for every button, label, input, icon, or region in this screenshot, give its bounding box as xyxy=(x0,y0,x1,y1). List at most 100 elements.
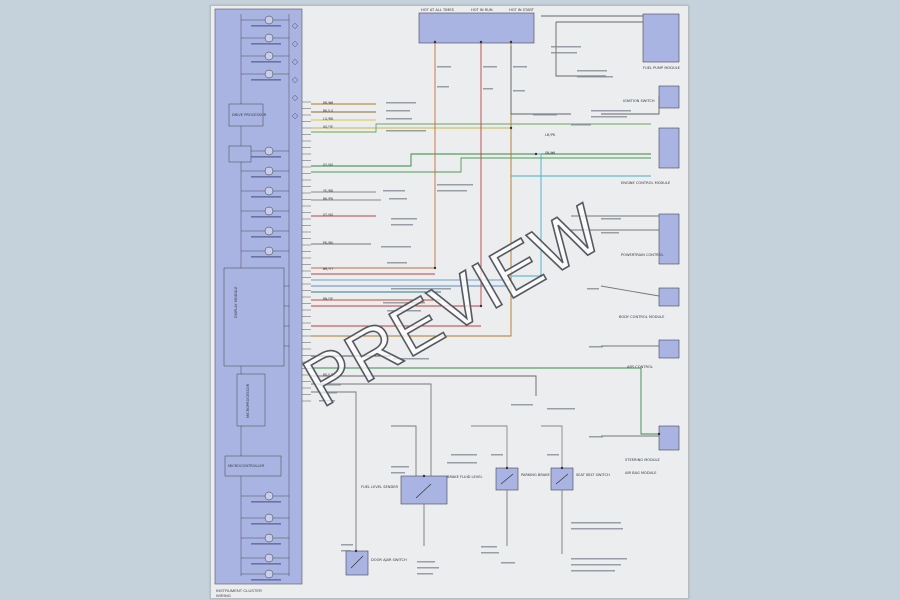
annotation-text-mark xyxy=(386,110,410,112)
component-label: BODY CONTROL MODULE xyxy=(619,315,665,319)
annotation-text-mark xyxy=(601,232,619,234)
annotation-text-mark xyxy=(571,570,615,572)
annotation-text-mark xyxy=(391,218,417,220)
wire-code: WH/VT xyxy=(323,267,333,271)
annotation-text-mark xyxy=(437,184,473,186)
wiring-diagram: DRIVE PROCESSOR DISPLAY MODULE MICROPROC… xyxy=(214,8,681,598)
lamp-symbol xyxy=(264,166,274,176)
brake-fluid-level-box xyxy=(400,475,448,505)
diagram-annotations xyxy=(319,46,631,575)
wire-junction xyxy=(422,474,426,478)
annotation-text-mark xyxy=(387,262,407,264)
annotation-text-mark xyxy=(386,102,416,104)
lamp-caption-mark xyxy=(251,216,281,218)
annotation-text-mark xyxy=(551,46,581,48)
annotation-text-mark xyxy=(577,70,607,72)
lamp-symbol xyxy=(264,553,274,563)
annotation-text-mark xyxy=(587,288,599,290)
wire-junction xyxy=(534,152,538,156)
wire-code: GN/WH xyxy=(545,151,555,155)
annotation-text-mark xyxy=(319,384,341,386)
wire-junction xyxy=(479,304,483,308)
component-label: FUEL PUMP MODULE xyxy=(643,66,681,70)
wire xyxy=(511,153,542,277)
wire-code: OG/YE xyxy=(323,125,333,129)
annotation-text-mark xyxy=(589,436,603,438)
diode-symbol xyxy=(291,40,299,48)
annotation-text-mark xyxy=(513,66,527,68)
wire-code: BN/YE xyxy=(323,297,333,301)
wire-junction xyxy=(509,126,513,130)
lamp-caption-mark xyxy=(251,61,281,63)
microcontroller-box xyxy=(224,455,282,477)
lamp-symbol xyxy=(264,491,274,501)
lamp-caption-mark xyxy=(251,501,281,503)
wire-code: PK/BU xyxy=(323,241,333,245)
component-label: SEAT BELT SWITCH xyxy=(576,473,610,477)
ignition-switch-box xyxy=(658,85,680,109)
annotation-text-mark xyxy=(389,198,407,200)
annotation-text-mark xyxy=(481,552,499,554)
diode-symbol xyxy=(291,112,299,120)
annotation-text-mark xyxy=(481,546,497,548)
wire xyxy=(311,42,512,337)
wire-code: LB/PK xyxy=(545,133,556,137)
powertrain-control-box xyxy=(658,213,680,265)
lamp-symbol xyxy=(264,51,274,61)
annotation-text-mark xyxy=(591,110,631,112)
annotation-text-mark xyxy=(547,408,575,410)
lamp-symbol xyxy=(264,533,274,543)
annotation-text-mark xyxy=(437,66,451,68)
wire xyxy=(311,375,537,396)
lamp-caption-mark xyxy=(251,196,281,198)
wire-junction xyxy=(479,40,483,44)
switch-contact xyxy=(555,473,569,485)
lamp-symbol xyxy=(264,206,274,216)
component-label: AIR BAG MODULE xyxy=(625,471,657,475)
annotation-text-mark xyxy=(319,392,337,394)
body-control-module-box xyxy=(658,287,680,307)
wire xyxy=(311,391,357,551)
wire-code: RD/LB xyxy=(323,373,333,377)
lamp-caption-mark xyxy=(251,156,281,158)
annotation-text-mark xyxy=(601,218,621,220)
lamp-caption-mark xyxy=(251,236,281,238)
component-label: BRAKE FLUID LEVEL xyxy=(447,475,483,479)
component-label: STEERING MODULE xyxy=(625,458,661,462)
annotation-text-mark xyxy=(386,118,412,120)
wire-junction xyxy=(433,266,437,270)
module-label: MICROPROCESSOR xyxy=(246,383,250,418)
wire xyxy=(311,153,651,167)
annotation-text-mark xyxy=(533,114,557,116)
annotation-text-mark xyxy=(383,302,425,304)
lamp-caption-mark xyxy=(251,176,281,178)
annotation-text-mark xyxy=(391,224,413,226)
diode-symbol xyxy=(291,94,299,102)
component-label: FUEL LEVEL SENDER xyxy=(361,485,399,489)
diagram-footer-subtitle: WIRING xyxy=(216,593,231,598)
annotation-text-mark xyxy=(387,310,421,312)
connector-label: HOT IN START xyxy=(509,8,535,12)
annotation-text-mark xyxy=(341,550,351,552)
annotation-text-mark xyxy=(547,454,559,456)
annotation-text-mark xyxy=(381,246,411,248)
diode-symbol xyxy=(291,58,299,66)
annotation-text-mark xyxy=(391,466,409,468)
diode-symbol xyxy=(291,22,299,30)
lamp-symbol xyxy=(264,513,274,523)
switch-contact xyxy=(350,555,364,569)
wire xyxy=(311,42,436,269)
component-label: POWERTRAIN CONTROL xyxy=(621,253,664,257)
wire-code: LG/RD xyxy=(323,117,333,121)
annotation-text-mark xyxy=(483,66,497,68)
annotation-text-mark xyxy=(451,454,477,456)
microprocessor-box xyxy=(236,373,266,427)
annotation-text-mark xyxy=(437,190,467,192)
annotation-text-mark xyxy=(447,462,477,464)
annotation-text-mark xyxy=(391,288,451,290)
wire xyxy=(601,96,660,115)
annotation-text-mark xyxy=(577,76,613,78)
wire xyxy=(600,285,660,297)
wire-code: VT/OG xyxy=(323,213,333,217)
